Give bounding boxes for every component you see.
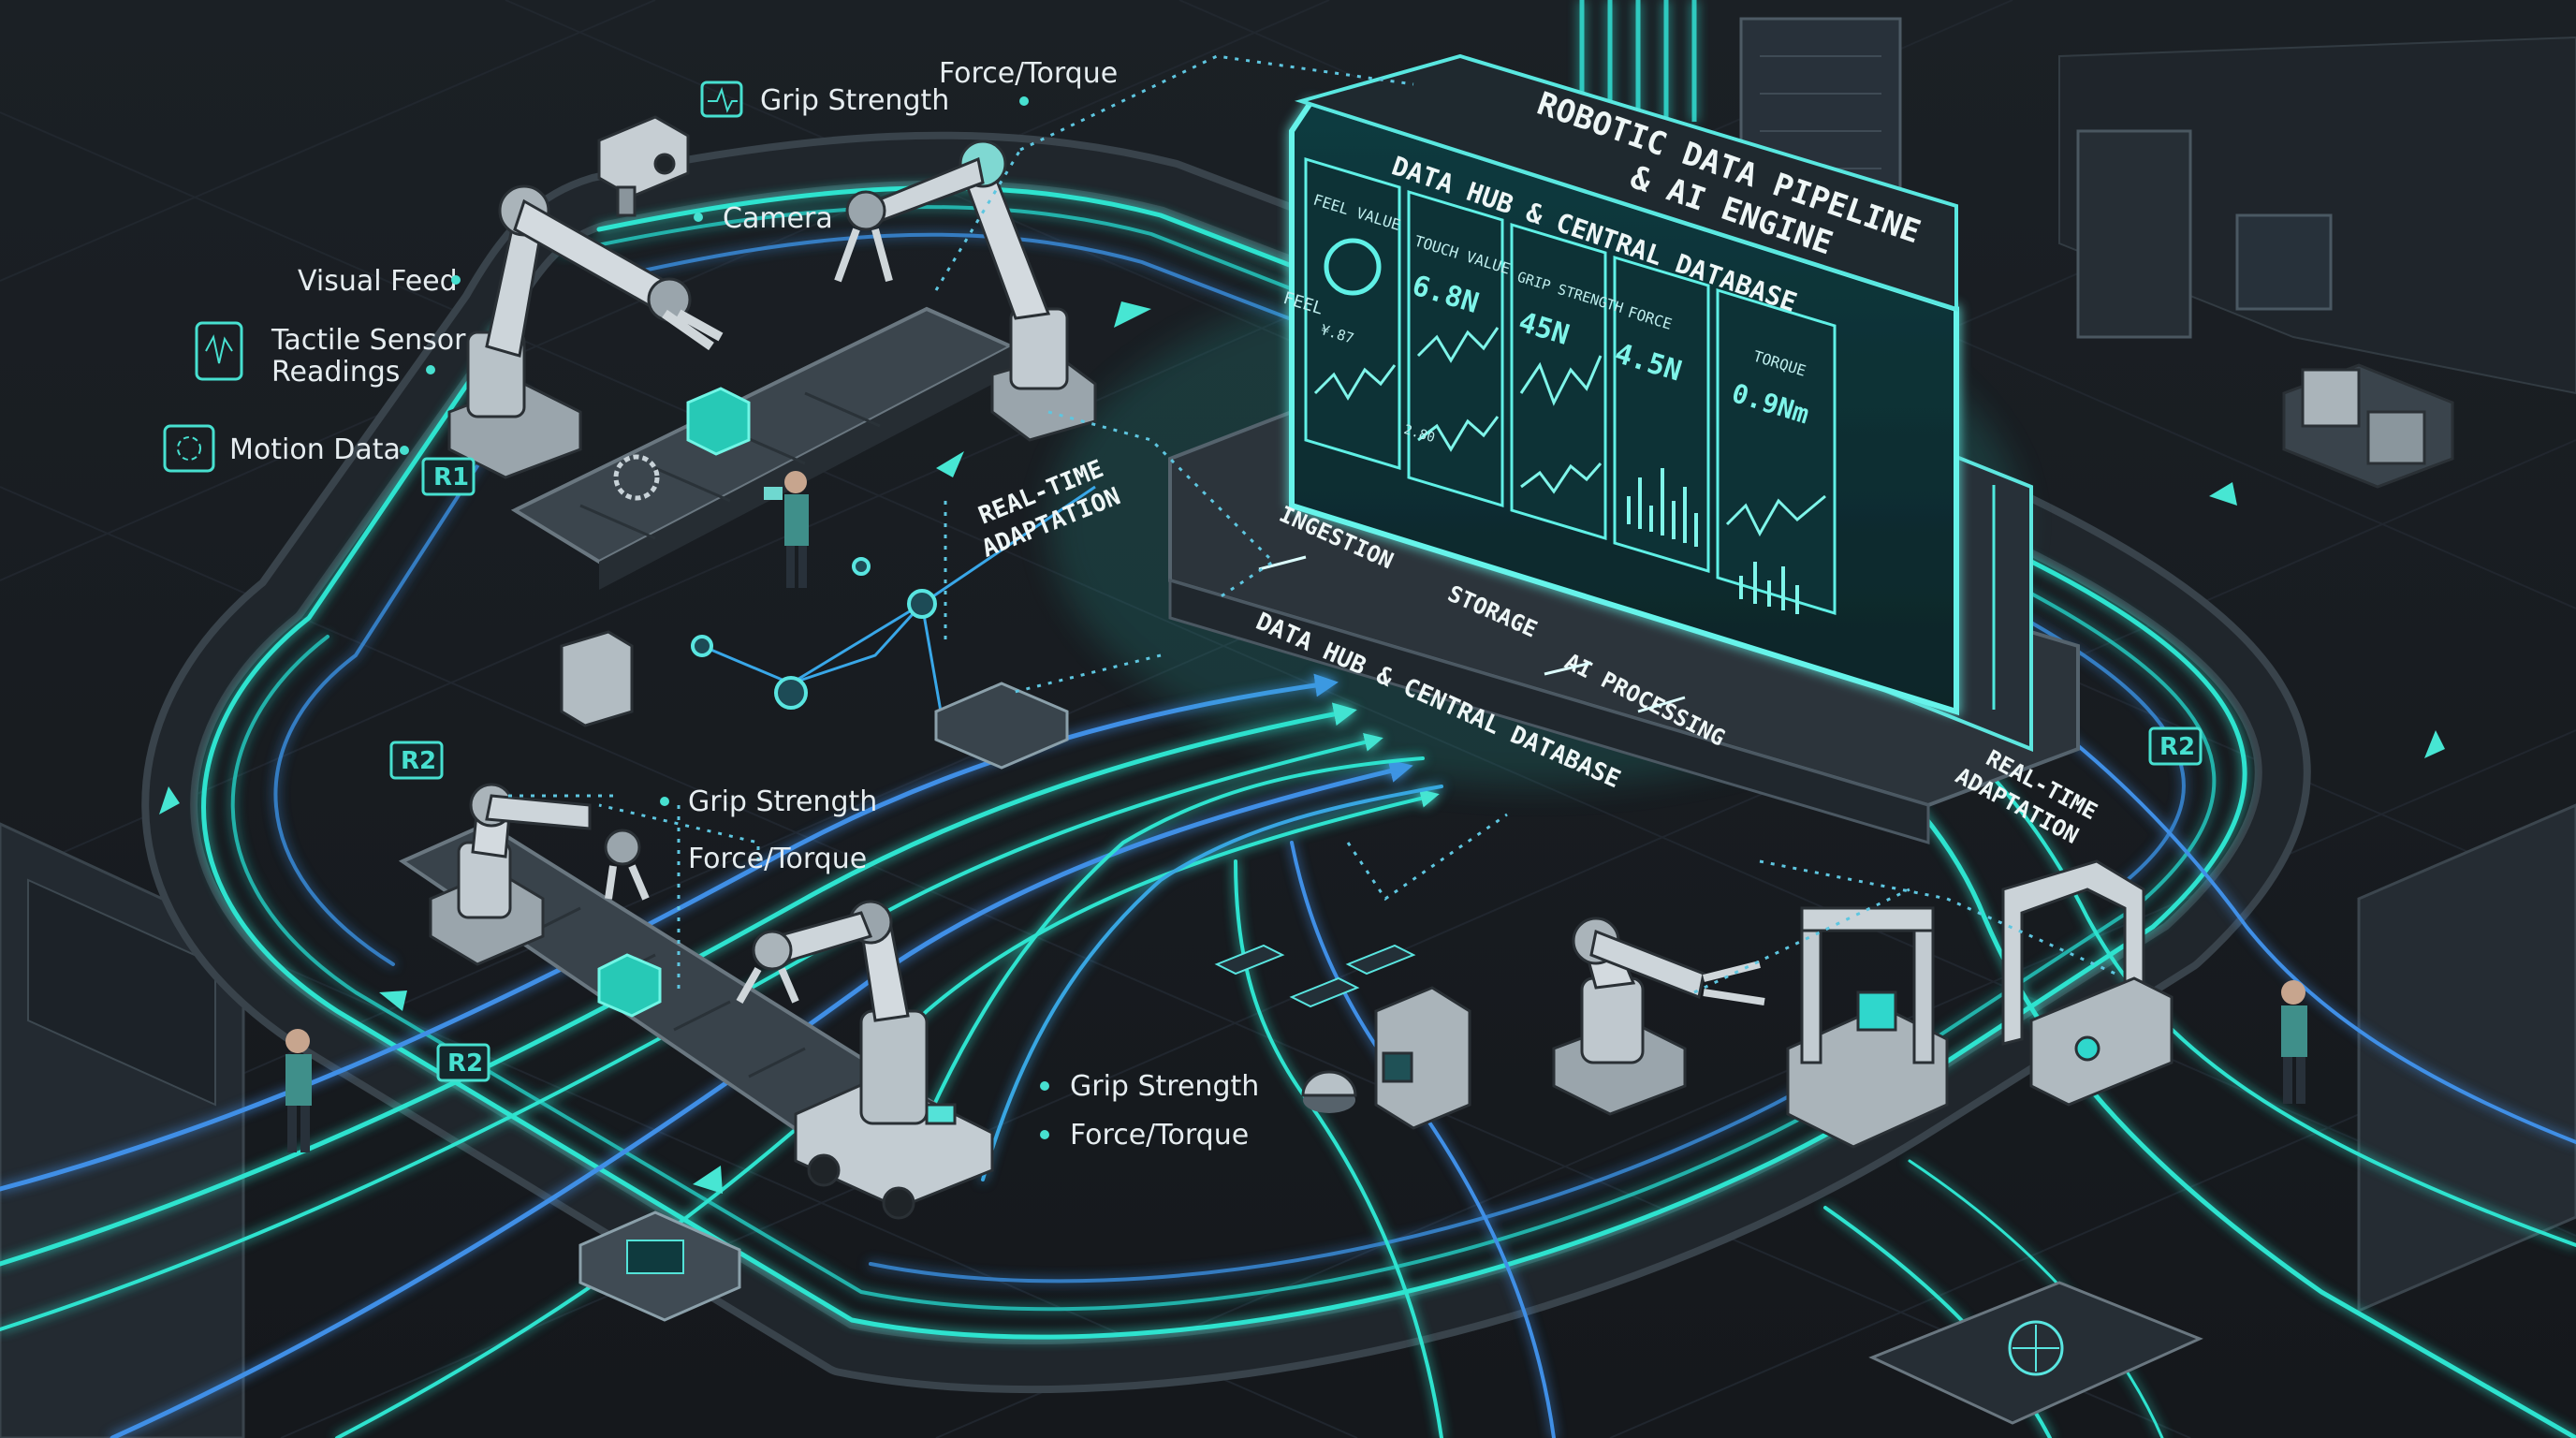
label-grip-strength-mid: Grip Strength xyxy=(688,785,877,818)
label-visual-feed: Visual Feed xyxy=(298,265,458,298)
gear-icon xyxy=(613,454,660,501)
label-force-torque-mid: Force/Torque xyxy=(688,843,867,875)
upper-left-cell xyxy=(447,115,1097,770)
label-tactile-line2: Readings xyxy=(271,356,400,389)
lower-left-cell xyxy=(285,783,994,1322)
arch-station xyxy=(2001,859,2174,1107)
robot-arm-top xyxy=(834,139,1097,442)
gantry-station xyxy=(1786,906,1949,1149)
label-force-torque-top: Force/Torque xyxy=(939,57,1118,90)
worker-right xyxy=(2281,980,2307,1104)
grip-strength-top-icon xyxy=(700,81,743,118)
robot-arm-center-right xyxy=(1552,917,1765,1116)
label-grip-strength-top: Grip Strength xyxy=(760,84,949,117)
label-force-torque-bot: Force/Torque xyxy=(1070,1119,1249,1152)
worker-lower-left xyxy=(285,1029,312,1152)
tag-r1: R1 xyxy=(433,463,469,492)
dome-sensor xyxy=(1301,1070,1357,1113)
tag-r2-left: R2 xyxy=(401,747,436,775)
tactile-sensor-icon xyxy=(195,321,243,381)
robot-arm-r2 xyxy=(429,783,650,966)
label-tactile-line1: Tactile Sensor xyxy=(271,324,466,357)
floor-markers xyxy=(1214,944,1416,1008)
bottom-pad xyxy=(1868,1281,2203,1425)
station-tags: R1 R2 R2 R2 xyxy=(389,457,2203,1082)
payload-box xyxy=(686,387,751,456)
metric-panel-torque xyxy=(1716,287,1837,616)
dotted-connectors xyxy=(505,54,2116,994)
conveyor-loop xyxy=(141,131,2311,1394)
camera xyxy=(597,115,690,217)
right-cells xyxy=(1214,363,2454,1425)
label-motion-data: Motion Data xyxy=(229,433,401,466)
label-grip-strength-bot: Grip Strength xyxy=(1070,1070,1259,1103)
tag-r2-bottom: R2 xyxy=(447,1049,483,1078)
sensor-node-dots xyxy=(691,557,937,710)
payload-box-lower xyxy=(597,953,662,1018)
worker-upper xyxy=(764,471,809,588)
right-machine xyxy=(2282,363,2454,489)
label-camera: Camera xyxy=(723,202,833,235)
metric-panel-touch xyxy=(1407,189,1504,508)
robot-arm-r1 xyxy=(447,184,724,479)
tag-r2-right: R2 xyxy=(2159,733,2195,761)
metric-panel-force xyxy=(1613,255,1710,574)
metric-panel-grip xyxy=(1510,222,1607,541)
kiosk-terminal xyxy=(1374,986,1471,1130)
motion-data-icon xyxy=(163,424,215,473)
edge-device xyxy=(934,682,1069,770)
mobile-robot xyxy=(736,900,994,1220)
metric-panel-feel xyxy=(1304,156,1401,471)
